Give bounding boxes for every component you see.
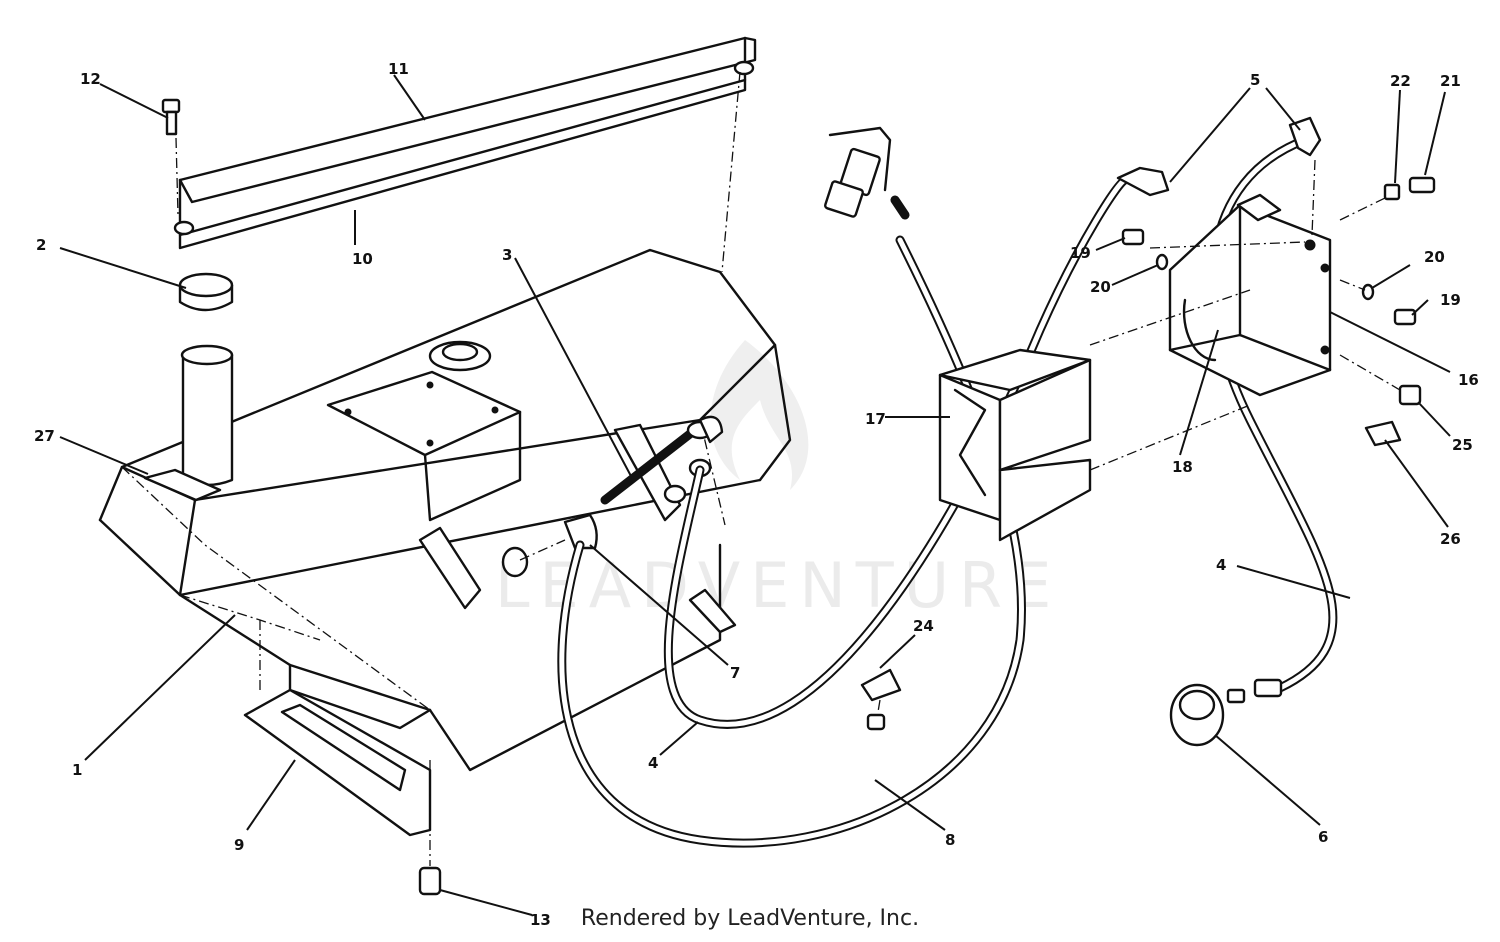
nut-22 — [1383, 183, 1401, 201]
bottom-bracket — [243, 688, 432, 837]
fuel-line-4-right — [1208, 135, 1338, 693]
callout-7: 7 — [730, 664, 740, 682]
tank-mounting-plate — [326, 370, 522, 522]
callout-9: 9 — [234, 836, 244, 854]
callout-17: 17 — [865, 410, 886, 428]
callout-5: 5 — [1250, 71, 1260, 89]
drain-fitting — [418, 760, 442, 896]
watermark-text: LEADVENTURE — [495, 549, 1061, 622]
callout-10: 10 — [352, 250, 373, 268]
watermark-flame-logo — [710, 340, 809, 490]
fuel-line-8 — [557, 235, 1026, 848]
callout-labels: 12 11 10 2 3 27 1 9 13 7 4 8 17 24 5 19 … — [34, 60, 1479, 929]
clip-24 — [860, 668, 902, 702]
tank-side-brackets — [418, 423, 737, 634]
callout-11: 11 — [388, 60, 409, 78]
callout-8: 8 — [945, 831, 955, 849]
elbow-fitting — [501, 458, 712, 578]
assembly-centerlines — [519, 159, 1401, 561]
callout-26: 26 — [1440, 530, 1461, 548]
vent-rod — [600, 415, 724, 505]
callout-25: 25 — [1452, 436, 1473, 454]
callout-19-right: 19 — [1440, 291, 1461, 309]
fuel-cap — [178, 272, 234, 312]
callout-6: 6 — [1318, 828, 1328, 846]
clip-24-screw — [866, 713, 886, 731]
mounting-bracket-17 — [938, 348, 1092, 542]
bolt-19-right — [1393, 308, 1417, 326]
tank-strap-tab — [143, 468, 222, 502]
callout-4-right: 4 — [1216, 556, 1226, 574]
callout-2: 2 — [36, 236, 46, 254]
callout-4-left: 4 — [648, 754, 658, 772]
callout-20-top: 20 — [1090, 278, 1111, 296]
filler-neck — [180, 344, 234, 487]
fuel-line-4-left — [663, 175, 1130, 729]
support-angle-bars — [173, 36, 757, 273]
callout-16: 16 — [1458, 371, 1479, 389]
watermark: LEADVENTURE — [495, 340, 1061, 622]
callout-20-right: 20 — [1424, 248, 1445, 266]
fitting-25 — [1398, 384, 1422, 406]
callout-1: 1 — [72, 761, 82, 779]
washer-20-top — [1155, 253, 1169, 271]
banjo-fitting-6 — [1169, 678, 1283, 747]
callout-22: 22 — [1390, 72, 1411, 90]
leader-lines — [59, 74, 1451, 916]
bolt-21 — [1408, 176, 1436, 194]
bolt-12 — [161, 98, 181, 136]
callout-13: 13 — [530, 911, 551, 929]
callout-3: 3 — [502, 246, 512, 264]
clamp-26 — [1364, 420, 1402, 447]
footer-credit: Rendered by LeadVenture, Inc. — [580, 906, 920, 931]
callout-24: 24 — [913, 617, 934, 635]
callout-27: 27 — [34, 427, 55, 445]
callout-18: 18 — [1172, 458, 1193, 476]
washer-20-right — [1361, 283, 1375, 301]
bolt-19-top — [1121, 228, 1145, 246]
callout-21: 21 — [1440, 72, 1461, 90]
fuel-gauge-sender — [428, 340, 492, 372]
callout-19-top: 19 — [1070, 244, 1091, 262]
filter-housing — [1168, 193, 1332, 397]
callout-12: 12 — [80, 70, 101, 88]
right-side-fittings — [860, 176, 1436, 731]
primer-valve — [824, 126, 910, 220]
elbow-5 — [1116, 116, 1322, 197]
